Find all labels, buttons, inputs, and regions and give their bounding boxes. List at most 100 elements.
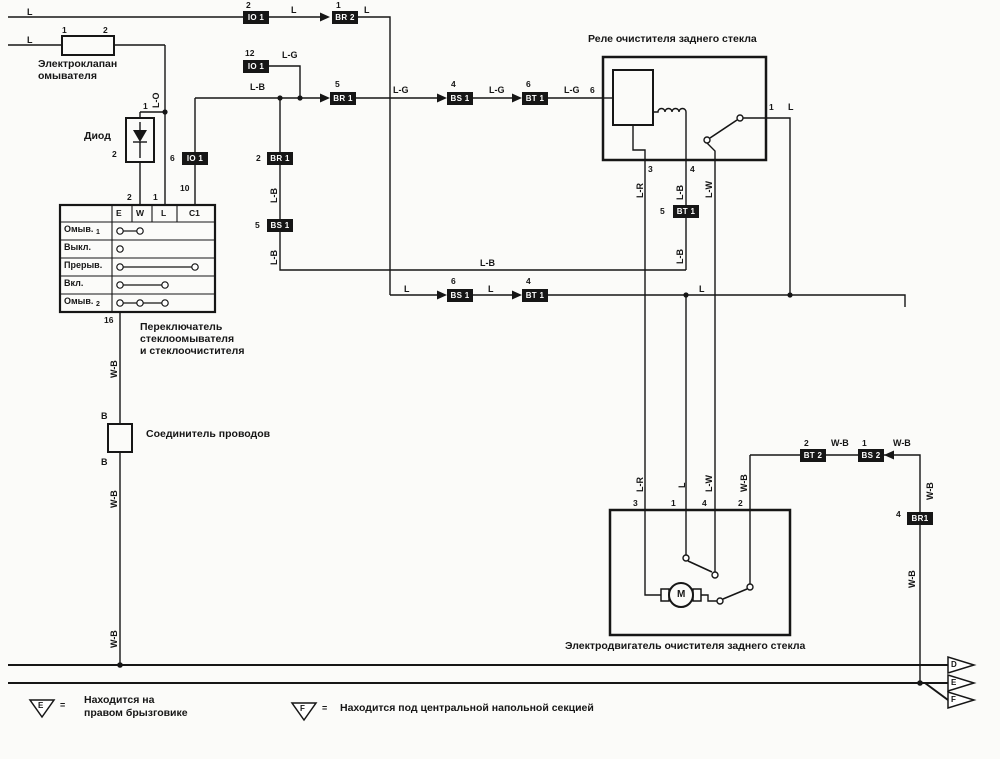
connector-io1-a: IO 1 — [243, 11, 269, 24]
legend-e-text-1: Находится на — [84, 694, 155, 706]
pin-label: 4 — [896, 509, 901, 519]
legend-e-text-2: правом брызговике — [84, 707, 188, 719]
legend-equals: = — [322, 703, 328, 713]
pin-label: 1 — [769, 102, 774, 112]
wire-label-wb: W-B — [925, 482, 935, 500]
wire-label-l: L — [699, 284, 705, 294]
pin-label: 1 — [143, 101, 148, 111]
wire-label-l: L — [364, 5, 370, 15]
switch-row-int: Прерыв. — [64, 260, 103, 270]
wire-label-lr: L-R — [635, 477, 645, 492]
connector-bt2: BT 2 — [800, 449, 826, 462]
motor-box — [608, 508, 792, 637]
wire-label-wb: W-B — [907, 570, 917, 588]
motor-brush-right — [692, 588, 702, 602]
ground-e-label: E — [951, 678, 957, 687]
wire-label-l: L — [27, 35, 33, 45]
wire-label-lb: L-B — [675, 185, 685, 200]
switch-row-on: Вкл. — [64, 278, 84, 288]
switch-row-wash1: Омыв. — [64, 224, 94, 234]
wire-label-lg: L-G — [564, 85, 580, 95]
connector-bs1-c: BS 1 — [447, 289, 473, 302]
connector-bs2: BS 2 — [858, 449, 884, 462]
pin-label: 12 — [245, 48, 255, 58]
motor-m-symbol: M — [677, 589, 686, 600]
wire-label-l: L — [677, 482, 687, 489]
motor-contact-blade-1 — [722, 588, 748, 600]
wire-label-lb: L-B — [480, 258, 495, 268]
legend-flag-e — [28, 699, 56, 719]
connector-bt1-c: BT 1 — [522, 289, 548, 302]
pin-label: 3 — [648, 164, 653, 174]
switch-title-2: стеклоомывателя — [140, 333, 235, 345]
pin-label: 1 — [671, 498, 676, 508]
motor-title: Электродвигатель очистителя заднего стек… — [565, 640, 806, 652]
wire-label-lg: L-G — [393, 85, 409, 95]
ground-flag-f — [947, 690, 977, 710]
pin-label: 2 — [112, 149, 117, 159]
wire-label-l: L — [788, 102, 794, 112]
wire-label-l: L — [291, 5, 297, 15]
diode-box — [125, 117, 155, 163]
connector-br1-b: BR 1 — [267, 152, 293, 165]
diode-symbol — [133, 122, 147, 158]
wire-label-wb: W-B — [739, 474, 749, 492]
wire-label-wb: W-B — [109, 360, 119, 378]
wire-joint-box — [107, 423, 133, 453]
wire-direction-arrows — [320, 12, 894, 460]
wire-label-l: L — [27, 7, 33, 17]
connector-io1-c: IO 1 — [182, 152, 208, 165]
relay-contact-blade — [709, 119, 738, 139]
legend-equals: = — [60, 700, 66, 710]
switch-grid — [60, 205, 215, 312]
wire-label-lb: L-B — [675, 249, 685, 264]
pin-label: 3 — [633, 498, 638, 508]
ground-flag-d — [947, 655, 977, 675]
solenoid-title-1: Электроклапан — [38, 58, 118, 70]
switch-title-1: Переключатель — [140, 321, 223, 333]
motor-brush-left — [660, 588, 670, 602]
pin-label: 4 — [451, 79, 456, 89]
pin-label: 4 — [526, 276, 531, 286]
connector-bs1-a: BS 1 — [447, 92, 473, 105]
pin-label: 1 — [153, 192, 158, 202]
pin-label: 5 — [660, 206, 665, 216]
connector-br1-c: BR1 — [907, 512, 933, 525]
wire-label-lo: L-O — [151, 92, 161, 109]
wire-label-b: B — [101, 457, 108, 467]
relay-title: Реле очистителя заднего стекла — [588, 33, 757, 45]
pin-label: 4 — [702, 498, 707, 508]
legend-f-text: Находится под центральной напольной секц… — [340, 702, 594, 714]
switch-contacts — [116, 227, 199, 307]
pin-label: 6 — [170, 153, 175, 163]
wire-label-l: L — [488, 284, 494, 294]
relay-coil — [653, 107, 687, 113]
pin-label: 1 — [862, 438, 867, 448]
wire-label-lg: L-G — [489, 85, 505, 95]
legend-f-letter: F — [300, 704, 305, 713]
relay-inner-box — [612, 69, 654, 126]
legend-e-letter: E — [38, 701, 44, 710]
ground-flags — [28, 655, 977, 722]
pin-label: 10 — [180, 183, 190, 193]
switch-row-off: Выкл. — [64, 242, 92, 252]
pin-label: 2 — [738, 498, 743, 508]
joint-title: Соединитель проводов — [146, 428, 271, 440]
pin-label: 2 — [804, 438, 809, 448]
pin-label: 4 — [690, 164, 695, 174]
wire-label-lw: L-W — [704, 181, 714, 198]
connector-br2: BR 2 — [332, 11, 358, 24]
wire-label-l: L — [404, 284, 410, 294]
switch-col-e: E — [116, 208, 122, 218]
pin-label: 6 — [590, 85, 595, 95]
switch-row-sub: 2 — [96, 301, 100, 308]
ground-bus-lines — [8, 664, 949, 701]
relay-box — [601, 55, 768, 162]
motor-circle — [668, 582, 694, 608]
wire-label-wb: W-B — [109, 490, 119, 508]
switch-row-wash2: Омыв. — [64, 296, 94, 306]
wire-label-lb: L-B — [269, 250, 279, 265]
motor-internals — [644, 510, 754, 608]
wire-label-b: B — [101, 411, 108, 421]
